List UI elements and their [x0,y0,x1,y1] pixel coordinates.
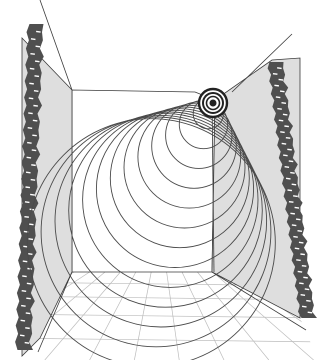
brick-mortar-line [20,335,24,336]
brick-mortar-line [286,138,290,139]
brick-mortar-line [282,143,286,144]
brick-mortar-line [35,61,39,62]
brick-mortar-line [26,187,30,188]
brick-mortar-line [24,217,28,218]
floor-grid-line [0,272,13,360]
floor-grid-line [0,338,326,342]
brick-mortar-line [302,266,306,267]
brick-mortar-line [27,143,31,144]
floor-grid-line [90,272,136,360]
brick-mortar-line [289,161,293,162]
brick-mortar-line [287,149,291,150]
brick-mortar-line [298,271,302,272]
brick-mortar-line [274,85,278,86]
brick-mortar-line [33,120,37,121]
brick-mortar-line [25,202,29,203]
brick-mortar-line [280,91,284,92]
brick-mortar-line [285,167,289,168]
brick-mortar-line [284,126,288,127]
brick-mortar-line [28,113,32,114]
brick-mortar-line [308,312,312,313]
brick-mortar-line [293,196,297,197]
brick-mortar-line [303,277,307,278]
brick-mortar-line [29,83,33,84]
brick-mortar-line [292,225,296,226]
brick-mortar-line [28,254,32,255]
brick-mortar-line [292,184,296,185]
brick-mortar-line [295,207,299,208]
brick-mortar-line [295,248,299,249]
brick-mortar-line [21,306,25,307]
brick-mortar-line [301,295,305,296]
speaker-source-icon [199,89,227,117]
brick-mortar-line [26,172,30,173]
brick-mortar-line [36,31,40,32]
brick-mortar-line [277,109,281,110]
brick-mortar-line [277,68,281,69]
brick-mortar-line [288,190,292,191]
brick-mortar-line [26,313,30,314]
brick-mortar-line [293,237,297,238]
brick-mortar-line [283,114,287,115]
brick-mortar-line [306,301,310,302]
brick-mortar-line [290,213,294,214]
brick-mortar-line [32,150,36,151]
brick-mortar-line [281,103,285,104]
brick-mortar-line [36,46,40,47]
brick-mortar-line [22,291,26,292]
brick-mortar-line [27,157,31,158]
brick-mortar-line [305,289,309,290]
brick-mortar-line [31,180,35,181]
brick-mortar-line [33,106,37,107]
brick-mortar-line [30,54,34,55]
brick-mortar-line [286,178,290,179]
brick-mortar-line [32,135,36,136]
right-wall [212,58,317,318]
brick-mortar-line [279,120,283,121]
brick-mortar-line [299,242,303,243]
brick-mortar-line [296,219,300,220]
brick-mortar-line [22,276,26,277]
brick-mortar-line [283,155,287,156]
brick-mortar-line [29,98,33,99]
brick-mortar-line [26,298,30,299]
brick-mortar-line [25,343,29,344]
brick-mortar-line [290,173,294,174]
brick-mortar-line [31,39,35,40]
brick-mortar-line [28,128,32,129]
brick-mortar-line [273,74,277,75]
brick-mortar-line [297,231,301,232]
brick-mortar-line [21,320,25,321]
brick-mortar-line [27,283,31,284]
brick-mortar-line [279,79,283,80]
brick-mortar-line [289,202,293,203]
brick-mortar-line [30,194,34,195]
brick-mortar-line [30,68,34,69]
brick-mortar-line [34,91,38,92]
brick-mortar-line [299,283,303,284]
brick-mortar-line [296,260,300,261]
brick-mortar-line [28,239,32,240]
brick-mortar-line [23,261,27,262]
brick-mortar-line [25,328,29,329]
brick-mortar-line [280,132,284,133]
brick-mortar-line [300,254,304,255]
brick-mortar-line [34,76,38,77]
brick-mortar-line [29,224,33,225]
brick-mortar-line [302,306,306,307]
brick-mortar-line [276,97,280,98]
left-wall [15,24,72,356]
brick-mortar-line [31,165,35,166]
